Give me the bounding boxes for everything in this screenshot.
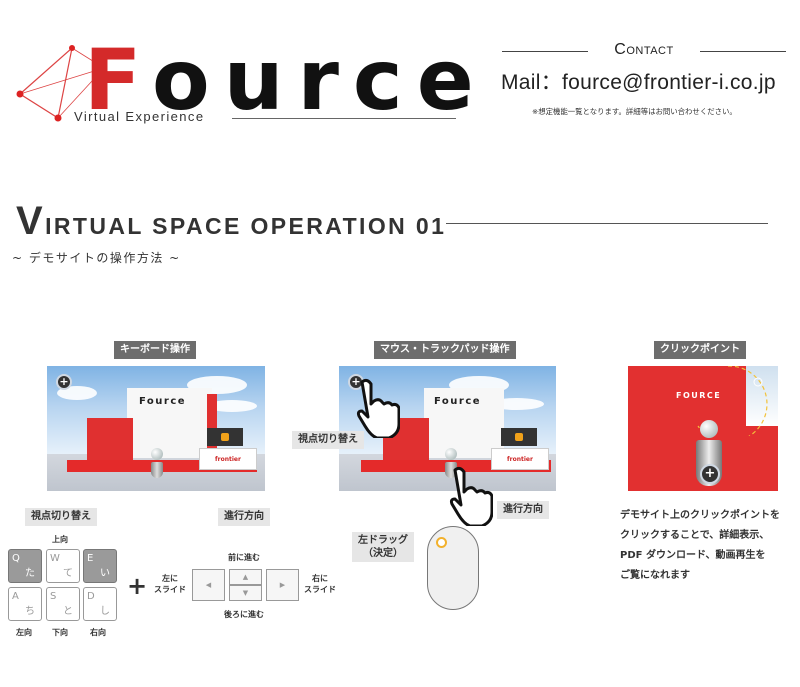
keyboard-panel-label: キーボード操作 bbox=[114, 341, 196, 359]
frontier-board: frontier bbox=[199, 448, 257, 470]
keyboard-demo-screenshot: Fource frontier + bbox=[47, 366, 265, 491]
section-rule bbox=[446, 223, 768, 224]
tagline-rule bbox=[232, 118, 456, 119]
label-slide-right: 右に スライド bbox=[304, 574, 336, 594]
section-title: VIRTUAL SPACE OPERATION 01 bbox=[16, 199, 447, 243]
logo-tagline: Virtual Experience bbox=[74, 109, 205, 124]
frontier-board-2: frontier bbox=[491, 448, 549, 470]
view-control-icon[interactable]: + bbox=[56, 374, 72, 390]
label-up: 上向 bbox=[52, 535, 68, 544]
label-backward: 後ろに進む bbox=[224, 610, 264, 619]
label-forward: 前に進む bbox=[228, 553, 260, 562]
logo-wordmark: Fource bbox=[84, 31, 488, 129]
section-subtitle: ~ デモサイトの操作方法 ~ bbox=[12, 251, 181, 265]
direction-label: 進行方向 bbox=[218, 508, 270, 526]
arrow-down-key[interactable]: ▼ bbox=[229, 585, 262, 601]
network-triangle-logo-mark bbox=[16, 45, 107, 122]
mouse-left-button bbox=[436, 537, 447, 548]
mouse-illustration bbox=[427, 526, 479, 610]
contact-title: Contact bbox=[614, 41, 674, 58]
contact-rule-right bbox=[700, 51, 786, 52]
mouse-view-switch-label: 視点切り替え bbox=[292, 431, 364, 449]
left-drag-label: 左ドラッグ （決定） bbox=[352, 532, 414, 562]
label-left: 左向 bbox=[16, 628, 32, 637]
arrow-left-key[interactable]: ◀ bbox=[192, 569, 225, 601]
arrow-up-key[interactable]: ▲ bbox=[229, 569, 262, 585]
click-point-screenshot: FOURCE + bbox=[628, 366, 778, 491]
mouse-panel-label: マウス・トラックパッド操作 bbox=[374, 341, 516, 359]
booth-sign-2: Fource bbox=[434, 396, 482, 407]
plus-icon: + bbox=[127, 572, 148, 600]
hand-cursor-icon-2 bbox=[449, 466, 493, 526]
hand-cursor-icon bbox=[356, 378, 400, 438]
click-point-panel-label: クリックポイント bbox=[654, 341, 746, 359]
click-point-icon[interactable]: + bbox=[700, 464, 720, 484]
label-right: 右向 bbox=[90, 628, 106, 637]
click-point-description: デモサイト上のクリックポイントを クリックすることで、詳細表示、 PDF ダウン… bbox=[620, 510, 780, 581]
fource-logo: Fource Virtual Experience bbox=[14, 38, 474, 130]
contact-mail[interactable]: Mail：fource@frontier-i.co.jp bbox=[501, 71, 776, 94]
contact-heading: Contact bbox=[502, 40, 786, 62]
booth-sign: Fource bbox=[139, 396, 187, 407]
mouse-direction-label: 進行方向 bbox=[497, 501, 549, 519]
view-switch-label: 視点切り替え bbox=[25, 508, 97, 526]
booth-sign-3: FOURCE bbox=[676, 391, 722, 400]
label-down: 下向 bbox=[52, 628, 68, 637]
arrow-right-key[interactable]: ▶ bbox=[266, 569, 299, 601]
contact-note: ※想定機能一覧となります。詳細等はお問い合わせください。 bbox=[532, 107, 737, 116]
label-slide-left: 左に スライド bbox=[154, 574, 186, 594]
contact-rule-left bbox=[502, 51, 588, 52]
